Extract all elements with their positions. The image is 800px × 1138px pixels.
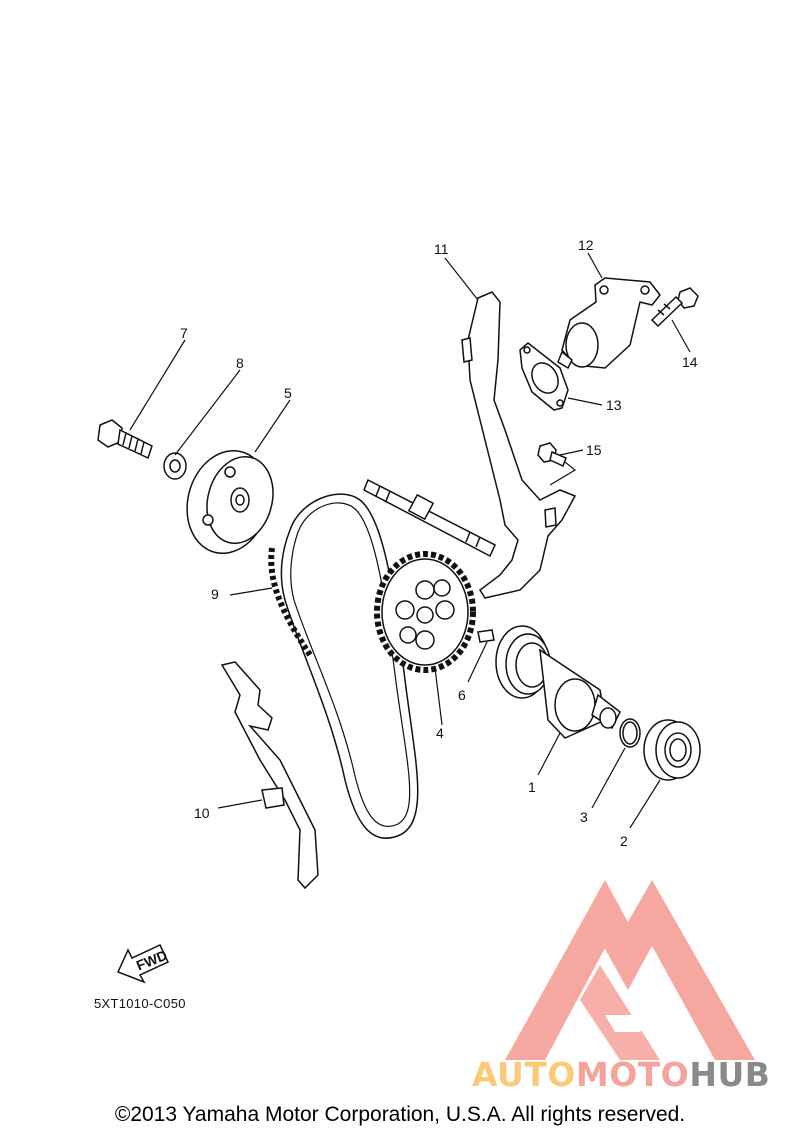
callout-10: 10 — [194, 805, 210, 821]
automotohub-logo-icon — [505, 880, 755, 1060]
cam-chain-9-icon — [268, 493, 419, 839]
callout-11: 11 — [434, 241, 449, 257]
copyright-text: ©2013 Yamaha Motor Corporation, U.S.A. A… — [114, 1103, 686, 1126]
callout-6: 6 — [458, 687, 466, 703]
brand-part-moto: MOTO — [575, 1055, 690, 1094]
o-ring-3-icon — [619, 718, 641, 748]
cam-sprocket-4-icon — [374, 551, 476, 673]
plate-5-icon — [186, 449, 274, 555]
bolt-14-icon — [650, 287, 699, 328]
callout-8: 8 — [236, 355, 244, 371]
gasket-13-icon — [519, 342, 569, 411]
callout-15: 15 — [586, 442, 602, 458]
tensioner-12-icon — [557, 277, 661, 370]
brand-part-hub: HUB — [689, 1055, 771, 1094]
callout-2: 2 — [620, 833, 628, 849]
chain-guide-11-icon — [461, 291, 577, 599]
shaft-stud-icon — [363, 478, 496, 558]
callout-1: 1 — [528, 779, 536, 795]
callout-5: 5 — [284, 385, 292, 401]
brand-part-auto: AUTO — [472, 1055, 576, 1094]
washer-8-icon — [163, 452, 187, 480]
camshaft-1-icon — [495, 625, 621, 739]
dowel-pin-6-icon — [477, 629, 495, 643]
bolt-15-icon — [537, 442, 567, 468]
callout-12: 12 — [578, 237, 594, 253]
brand-wordmark: AUTOMOTOHUB — [472, 1058, 770, 1091]
fwd-arrow-icon — [116, 944, 169, 984]
callout-13: 13 — [606, 397, 622, 413]
callout-7: 7 — [180, 325, 188, 341]
bolt-7-icon — [97, 419, 153, 460]
bearing-2-icon — [643, 719, 701, 781]
callout-3: 3 — [580, 809, 588, 825]
callout-9: 9 — [211, 586, 219, 602]
callout-4: 4 — [436, 725, 444, 741]
chain-guide-10-icon — [220, 661, 319, 890]
callout-14: 14 — [682, 354, 698, 370]
diagram-code: 5XT1010-C050 — [94, 996, 186, 1011]
